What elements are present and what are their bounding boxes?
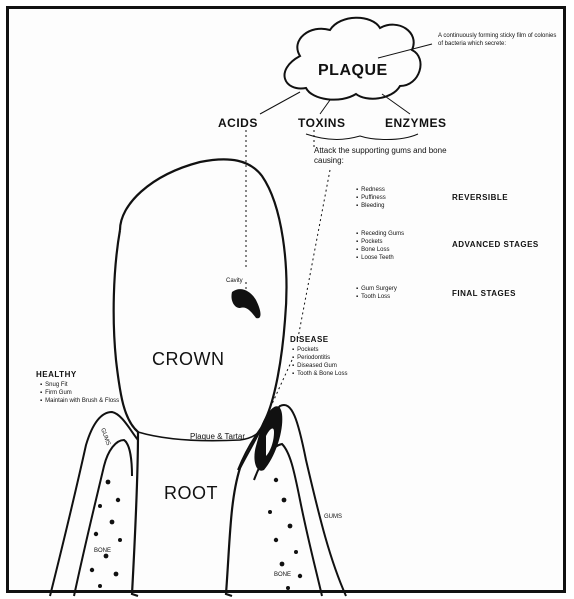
root-label: ROOT (164, 484, 218, 502)
gums-label-right: GUMS (324, 514, 342, 520)
gum-right (238, 405, 346, 596)
secretion-enzymes: ENZYMES (385, 117, 447, 129)
crown-label: CROWN (152, 350, 225, 368)
disease-title: DISEASE (290, 336, 329, 344)
plaque-title: PLAQUE (318, 63, 388, 79)
stage-advanced-label: ADVANCED STAGES (452, 241, 539, 249)
healthy-list: Snug Fit Firm Gum Maintain with Brush & … (40, 381, 119, 405)
list-item: Maintain with Brush & Floss (40, 397, 119, 405)
stage-advanced-list: Receding Gums Pockets Bone Loss Loose Te… (356, 230, 404, 262)
list-item: Diseased Gum (292, 362, 348, 370)
stage-reversible-label: REVERSIBLE (452, 194, 508, 202)
plaque-cloud (285, 18, 421, 100)
cavity-label: Cavity (226, 278, 243, 284)
list-item: Pockets (356, 238, 404, 246)
stage-final-list: Gum Surgery Tooth Loss (356, 285, 397, 301)
list-item: Redness (356, 186, 386, 194)
list-item: Bone Loss (356, 246, 404, 254)
stage-final-label: FINAL STAGES (452, 290, 516, 298)
healthy-title: HEALTHY (36, 371, 77, 379)
bone-label-right: BONE (274, 572, 291, 578)
list-item: Firm Gum (40, 389, 119, 397)
secretion-acids: ACIDS (218, 117, 258, 129)
secretion-toxins: TOXINS (298, 117, 345, 129)
list-item: Periodontitis (292, 354, 348, 362)
disease-list: Pockets Periodontitis Diseased Gum Tooth… (292, 346, 348, 378)
attack-note: Attack the supporting gums and bone caus… (314, 146, 464, 166)
plaque-tartar-label: Plaque & Tartar (190, 432, 252, 442)
list-item: Tooth Loss (356, 293, 397, 301)
list-item: Tooth & Bone Loss (292, 370, 348, 378)
list-item: Puffiness (356, 194, 386, 202)
list-item: Snug Fit (40, 381, 119, 389)
list-item: Pockets (292, 346, 348, 354)
stage-reversible-list: Redness Puffiness Bleeding (356, 186, 386, 210)
bone-dots-left (90, 480, 122, 588)
list-item: Bleeding (356, 202, 386, 210)
bone-label-left: BONE (94, 548, 111, 554)
plaque-description: A continuously forming sticky film of co… (438, 32, 562, 48)
list-item: Loose Teeth (356, 254, 404, 262)
list-item: Receding Gums (356, 230, 404, 238)
list-item: Gum Surgery (356, 285, 397, 293)
tooth-outline (114, 159, 287, 596)
